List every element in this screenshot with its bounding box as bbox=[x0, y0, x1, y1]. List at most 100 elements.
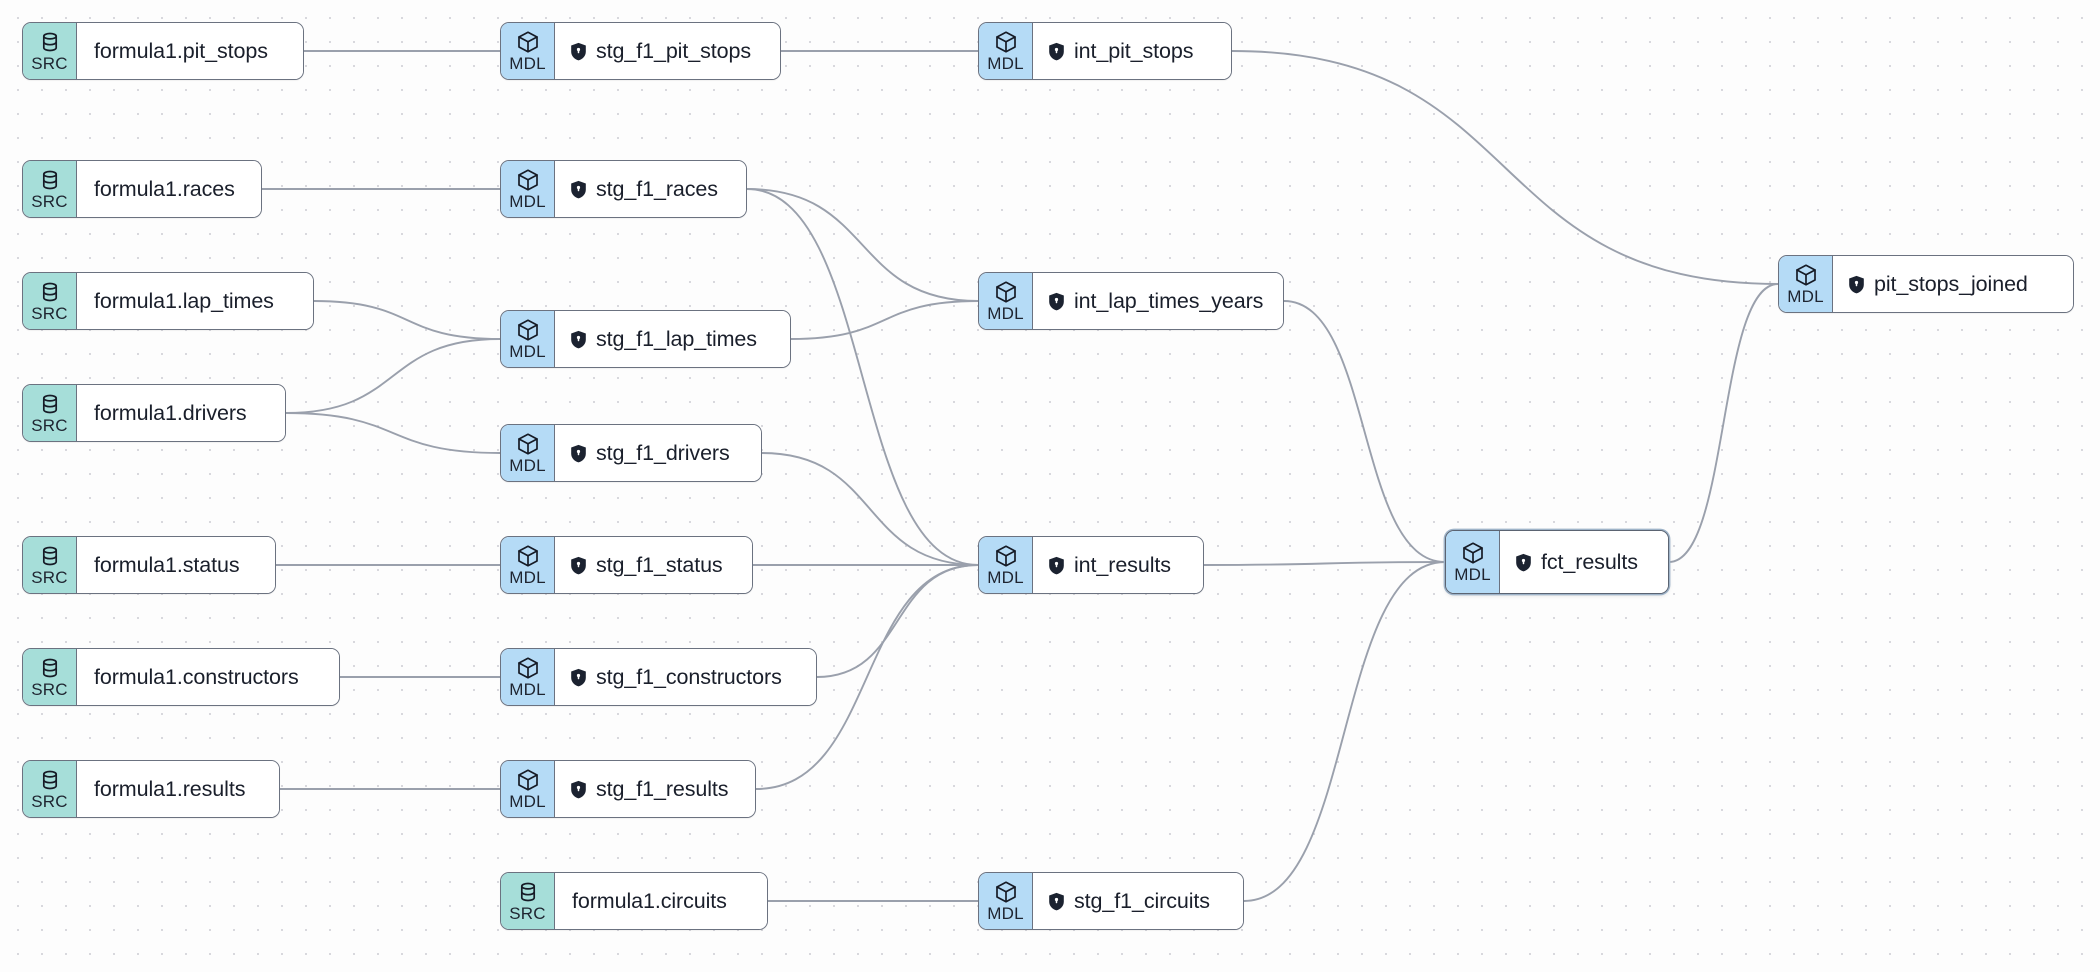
node-body: stg_f1_races bbox=[555, 161, 746, 217]
lineage-edge bbox=[1203, 561, 1446, 566]
shield-icon bbox=[570, 444, 587, 463]
node-kind-label: MDL bbox=[509, 54, 546, 73]
cube-icon bbox=[516, 432, 540, 456]
shield-icon bbox=[570, 780, 587, 799]
lineage-node-stg_pit_stops[interactable]: MDL stg_f1_pit_stops bbox=[500, 22, 781, 80]
model-badge: MDL bbox=[501, 161, 555, 217]
shield-icon bbox=[1848, 275, 1865, 294]
shield-icon bbox=[570, 42, 587, 61]
database-icon bbox=[516, 880, 540, 904]
cube-icon bbox=[1461, 541, 1485, 565]
lineage-edge bbox=[746, 188, 979, 566]
node-label: int_lap_times_years bbox=[1074, 288, 1264, 313]
lineage-edge bbox=[1231, 50, 1779, 285]
lineage-node-src_results[interactable]: SRC formula1.results bbox=[22, 760, 280, 818]
node-label: int_results bbox=[1074, 552, 1171, 577]
model-badge: MDL bbox=[501, 537, 555, 593]
cube-icon bbox=[516, 544, 540, 568]
node-body: formula1.status bbox=[77, 537, 275, 593]
node-kind-label: SRC bbox=[31, 792, 68, 811]
node-kind-label: SRC bbox=[31, 680, 68, 699]
node-label: formula1.races bbox=[94, 176, 235, 201]
node-label: formula1.pit_stops bbox=[94, 38, 268, 63]
node-kind-label: MDL bbox=[509, 568, 546, 587]
node-kind-label: SRC bbox=[31, 568, 68, 587]
lineage-node-stg_circuits[interactable]: MDL stg_f1_circuits bbox=[978, 872, 1244, 930]
source-badge: SRC bbox=[23, 273, 77, 329]
node-kind-label: SRC bbox=[31, 416, 68, 435]
database-icon bbox=[38, 168, 62, 192]
node-label: formula1.status bbox=[94, 552, 240, 577]
node-label: formula1.lap_times bbox=[94, 288, 274, 313]
source-badge: SRC bbox=[501, 873, 555, 929]
node-kind-label: SRC bbox=[31, 192, 68, 211]
lineage-node-fct_results[interactable]: MDL fct_results bbox=[1445, 530, 1669, 594]
lineage-node-src_races[interactable]: SRC formula1.races bbox=[22, 160, 262, 218]
node-body: stg_f1_pit_stops bbox=[555, 23, 780, 79]
node-label: stg_f1_constructors bbox=[596, 664, 782, 689]
shield-icon bbox=[1048, 892, 1065, 911]
source-badge: SRC bbox=[23, 161, 77, 217]
node-body: stg_f1_lap_times bbox=[555, 311, 790, 367]
database-icon bbox=[38, 544, 62, 568]
lineage-edge bbox=[285, 338, 501, 414]
node-kind-label: MDL bbox=[987, 304, 1024, 323]
node-kind-label: MDL bbox=[509, 680, 546, 699]
model-badge: MDL bbox=[979, 273, 1033, 329]
shield-icon bbox=[570, 180, 587, 199]
lineage-edge bbox=[790, 300, 979, 340]
lineage-node-int_lap_times_yrs[interactable]: MDL int_lap_times_years bbox=[978, 272, 1284, 330]
node-kind-label: MDL bbox=[1787, 287, 1824, 306]
node-kind-label: SRC bbox=[31, 304, 68, 323]
lineage-node-stg_constructors[interactable]: MDL stg_f1_constructors bbox=[500, 648, 817, 706]
lineage-edge bbox=[313, 300, 501, 340]
node-label: int_pit_stops bbox=[1074, 38, 1194, 63]
node-body: int_pit_stops bbox=[1033, 23, 1231, 79]
node-body: formula1.constructors bbox=[77, 649, 339, 705]
lineage-node-src_status[interactable]: SRC formula1.status bbox=[22, 536, 276, 594]
model-badge: MDL bbox=[1446, 531, 1500, 593]
lineage-edge bbox=[1243, 561, 1446, 902]
cube-icon bbox=[516, 318, 540, 342]
node-body: formula1.drivers bbox=[77, 385, 285, 441]
lineage-edge bbox=[1283, 300, 1446, 563]
shield-icon bbox=[1048, 556, 1065, 575]
node-body: formula1.results bbox=[77, 761, 279, 817]
lineage-node-src_constructors[interactable]: SRC formula1.constructors bbox=[22, 648, 340, 706]
lineage-node-stg_races[interactable]: MDL stg_f1_races bbox=[500, 160, 747, 218]
model-badge: MDL bbox=[501, 23, 555, 79]
lineage-edge bbox=[761, 452, 979, 566]
lineage-node-src_lap_times[interactable]: SRC formula1.lap_times bbox=[22, 272, 314, 330]
source-badge: SRC bbox=[23, 649, 77, 705]
node-body: stg_f1_drivers bbox=[555, 425, 761, 481]
shield-icon bbox=[1515, 553, 1532, 572]
lineage-node-src_drivers[interactable]: SRC formula1.drivers bbox=[22, 384, 286, 442]
node-label: fct_results bbox=[1541, 549, 1638, 574]
shield-icon bbox=[570, 668, 587, 687]
cube-icon bbox=[1794, 263, 1818, 287]
shield-icon bbox=[570, 330, 587, 349]
node-body: formula1.lap_times bbox=[77, 273, 313, 329]
model-badge: MDL bbox=[979, 537, 1033, 593]
node-body: formula1.pit_stops bbox=[77, 23, 303, 79]
node-label: stg_f1_races bbox=[596, 176, 718, 201]
lineage-node-int_results[interactable]: MDL int_results bbox=[978, 536, 1204, 594]
lineage-edge bbox=[816, 564, 979, 678]
database-icon bbox=[38, 30, 62, 54]
node-label: formula1.drivers bbox=[94, 400, 247, 425]
node-kind-label: MDL bbox=[987, 904, 1024, 923]
node-body: stg_f1_circuits bbox=[1033, 873, 1243, 929]
node-kind-label: MDL bbox=[509, 792, 546, 811]
database-icon bbox=[38, 392, 62, 416]
source-badge: SRC bbox=[23, 537, 77, 593]
